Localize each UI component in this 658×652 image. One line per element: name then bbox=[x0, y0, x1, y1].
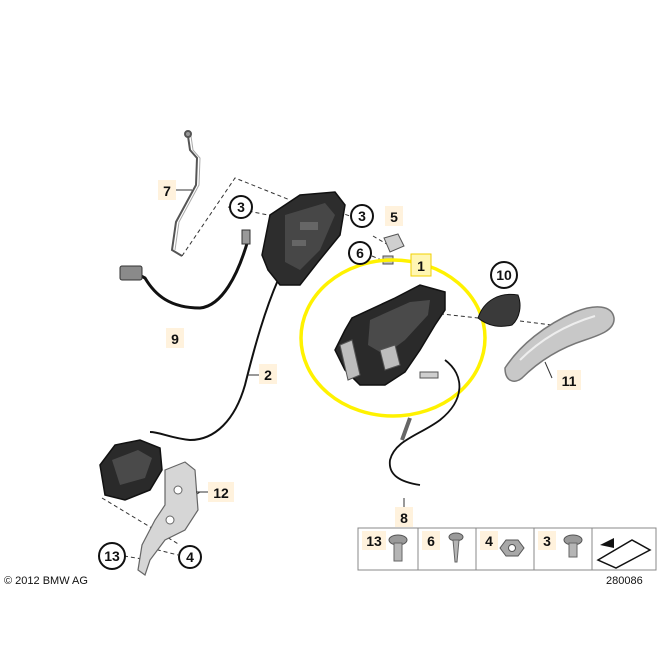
svg-text:11: 11 bbox=[562, 373, 577, 389]
copyright-text: © 2012 BMW AG bbox=[4, 575, 88, 587]
svg-text:7: 7 bbox=[163, 183, 171, 199]
legend-item-4: 4 bbox=[480, 531, 525, 557]
svg-text:6: 6 bbox=[427, 533, 435, 549]
svg-text:13: 13 bbox=[104, 548, 120, 564]
bolt-icon bbox=[563, 534, 583, 558]
legend-item-3: 3 bbox=[538, 531, 583, 558]
svg-text:2: 2 bbox=[264, 367, 272, 383]
svg-text:13: 13 bbox=[366, 533, 382, 549]
svg-text:3: 3 bbox=[543, 533, 551, 549]
callout-6: 6 bbox=[348, 241, 372, 265]
callout-8: 8 bbox=[395, 507, 413, 527]
nut-icon bbox=[499, 539, 525, 557]
svg-text:1: 1 bbox=[417, 258, 425, 274]
callout-3-left: 3 bbox=[229, 195, 253, 219]
rod-part-7 bbox=[170, 130, 201, 257]
bolt-icon bbox=[388, 534, 408, 562]
callout-4: 4 bbox=[178, 545, 202, 569]
diagram-symbol-icon bbox=[596, 538, 652, 569]
callout-7: 7 bbox=[158, 180, 176, 200]
svg-text:12: 12 bbox=[213, 485, 229, 501]
svg-text:6: 6 bbox=[356, 245, 364, 261]
svg-text:3: 3 bbox=[237, 199, 245, 215]
legend-item-6: 6 bbox=[422, 531, 464, 563]
svg-text:4: 4 bbox=[186, 549, 194, 565]
legend-item-13: 13 bbox=[362, 531, 408, 562]
callout-11: 11 bbox=[557, 370, 581, 390]
callout-1: 1 bbox=[410, 253, 432, 277]
callout-12: 12 bbox=[208, 482, 234, 502]
callout-2: 2 bbox=[259, 364, 277, 384]
door-lock-upper bbox=[261, 191, 346, 286]
svg-text:8: 8 bbox=[400, 510, 408, 526]
door-handle-part-11 bbox=[504, 306, 615, 382]
callout-3-right: 3 bbox=[350, 204, 374, 228]
svg-text:9: 9 bbox=[171, 331, 179, 347]
svg-text:3: 3 bbox=[358, 208, 366, 224]
callout-10: 10 bbox=[490, 261, 518, 289]
cable-part-2 bbox=[149, 279, 279, 442]
svg-text:10: 10 bbox=[496, 267, 512, 283]
bracket-part-12 bbox=[137, 461, 199, 576]
highlight-ellipse bbox=[299, 258, 487, 418]
callout-13: 13 bbox=[98, 542, 126, 570]
screw-icon bbox=[448, 532, 464, 563]
cable-part-9 bbox=[119, 229, 251, 310]
leader-11 bbox=[544, 361, 553, 379]
fastener-legend: 13 6 4 3 bbox=[357, 527, 657, 571]
clip-part-5 bbox=[383, 233, 405, 253]
cable-part-8 bbox=[388, 359, 461, 486]
callout-5: 5 bbox=[385, 206, 403, 226]
callout-9: 9 bbox=[166, 328, 184, 348]
svg-text:5: 5 bbox=[390, 209, 398, 225]
diagram-number: 280086 bbox=[606, 575, 643, 587]
svg-text:4: 4 bbox=[485, 533, 493, 549]
cover-cap-part-10 bbox=[477, 293, 521, 327]
door-lock-lower bbox=[99, 439, 163, 501]
handle-carrier-part-1 bbox=[334, 284, 446, 386]
